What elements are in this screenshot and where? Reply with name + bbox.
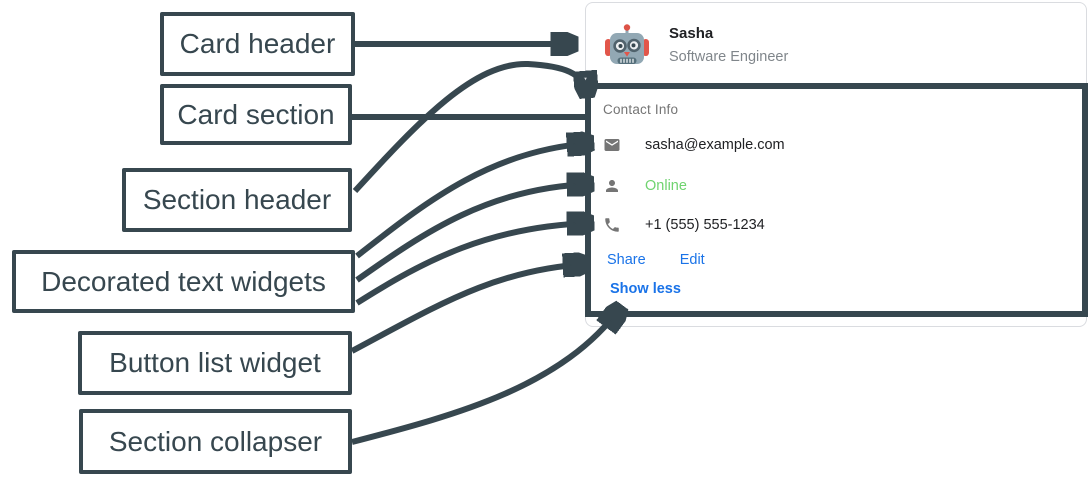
- arrow-decorated-email: [355, 143, 592, 259]
- label-card-section: Card section: [160, 84, 352, 145]
- card-title: Sasha: [669, 25, 714, 42]
- share-button[interactable]: Share: [607, 252, 646, 268]
- arrow-button-list: [350, 264, 588, 354]
- status-text: Online: [645, 178, 687, 194]
- edit-button[interactable]: Edit: [679, 252, 705, 268]
- phone-icon: [605, 218, 619, 232]
- phone-text: +1 (555) 555-1234: [645, 217, 765, 233]
- card-subtitle: Software Engineer: [669, 49, 789, 65]
- decorated-text-status: Online: [603, 174, 687, 198]
- section-collapser-button[interactable]: Show less: [610, 281, 681, 297]
- label-section-header: Section header: [122, 168, 352, 232]
- button-list-widget: Share Edit: [607, 252, 705, 268]
- email-text: sasha@example.com: [645, 137, 785, 153]
- person-icon: [606, 180, 618, 192]
- decorated-text-email: sasha@example.com: [603, 133, 785, 157]
- section-header: Contact Info: [603, 102, 679, 117]
- arrow-decorated-phone: [355, 223, 592, 306]
- card-section: Contact Info sasha@example.com Online +1…: [585, 83, 1088, 317]
- label-card-header: Card header: [160, 12, 355, 76]
- robot-avatar-icon: [605, 24, 649, 64]
- label-button-list-widget: Button list widget: [78, 331, 352, 395]
- email-icon: [604, 139, 620, 151]
- arrow-decorated-online: [355, 184, 592, 283]
- decorated-text-phone: +1 (555) 555-1234: [603, 213, 765, 237]
- label-decorated-text-widgets: Decorated text widgets: [12, 250, 355, 313]
- arrow-section-header: [352, 60, 587, 194]
- card-header: Sasha Software Engineer: [586, 3, 1086, 84]
- label-section-collapser: Section collapser: [79, 409, 352, 474]
- arrow-section-collapser: [351, 307, 621, 445]
